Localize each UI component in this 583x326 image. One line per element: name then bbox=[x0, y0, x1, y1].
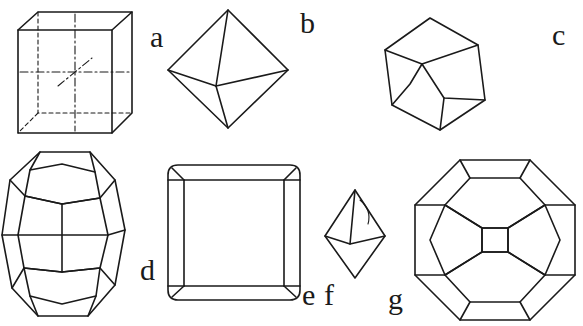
figure-letter: c bbox=[552, 20, 565, 50]
figure-letter: d bbox=[140, 255, 155, 285]
figure-letter: e bbox=[302, 280, 315, 310]
figure-letter: a bbox=[150, 22, 163, 52]
bipyramid bbox=[325, 190, 385, 278]
figure-letter: f bbox=[324, 280, 334, 310]
figure-letter: b bbox=[300, 8, 315, 38]
figure-letter: g bbox=[388, 284, 403, 314]
rhombic-dodecahedron bbox=[385, 18, 485, 130]
cube bbox=[18, 12, 132, 133]
icositetrahedron bbox=[2, 152, 125, 316]
truncated-octahedron bbox=[415, 160, 575, 320]
modified-cube bbox=[168, 165, 300, 300]
octahedron bbox=[168, 10, 288, 128]
